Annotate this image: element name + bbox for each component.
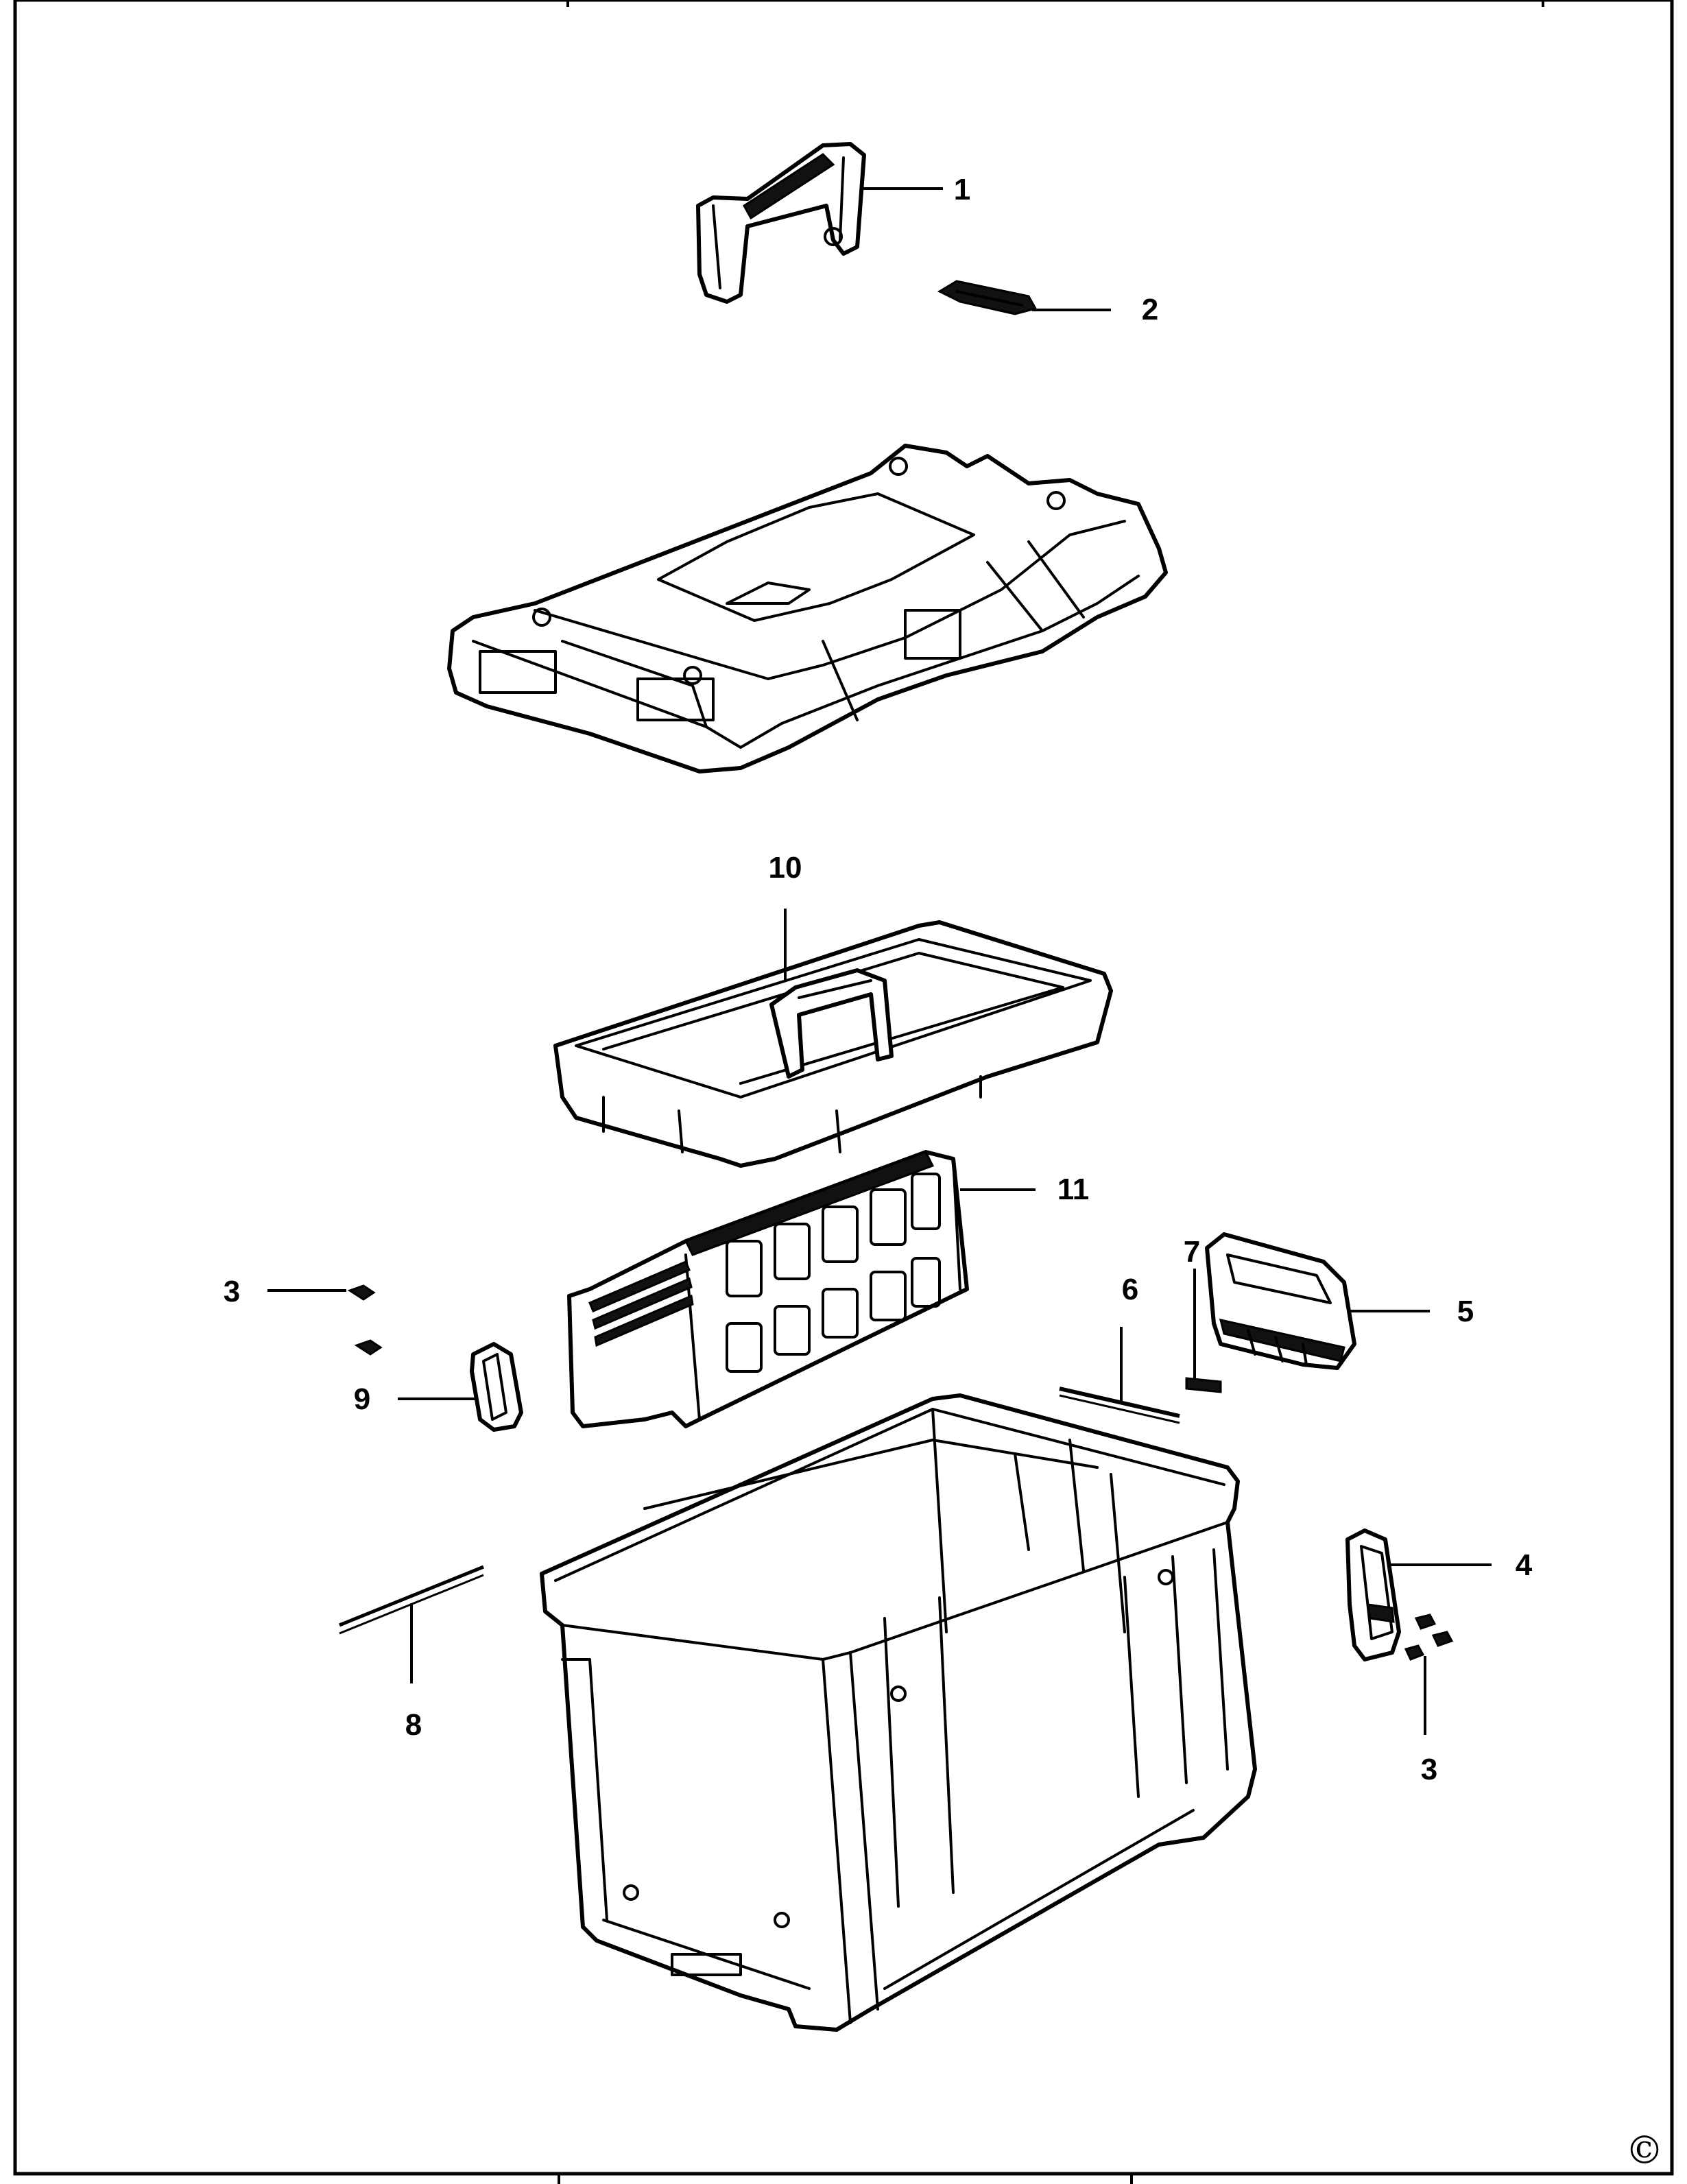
callout-3-right: 3 [1421,1753,1437,1786]
part-1-carry-handle [696,142,866,304]
part-2-handle-clip [937,280,1038,315]
callout-4: 4 [1516,1548,1533,1582]
callout-6: 6 [1122,1273,1138,1306]
callout-3-left: 3 [224,1275,240,1308]
callout-11: 11 [1057,1173,1090,1206]
page-frame [13,0,1674,2184]
callout-2: 2 [1142,293,1158,326]
part-5-side-handle [1205,1232,1356,1370]
callout-5: 5 [1457,1295,1474,1328]
toolbox-body [540,1393,1257,2032]
callout-1: 1 [954,173,970,206]
callout-labels: 1 2 10 11 3 7 6 5 9 4 8 3 [224,173,1533,1786]
part-3-screws-left [347,1284,383,1356]
part-9-latch-cap [470,1342,523,1432]
part-7-screw [1185,1269,1222,1393]
callout-10: 10 [769,851,802,885]
callout-9: 9 [354,1382,370,1416]
callout-7: 7 [1184,1235,1200,1269]
toolbox-lid [447,444,1168,773]
part-6-rod [1059,1387,1180,1424]
part-4-side-latch [1345,1528,1454,1661]
callout-8: 8 [405,1708,422,1742]
part-10-tray [553,920,1113,1168]
part-11-divider [567,1150,969,1428]
copyright-symbol: © [1625,2128,1664,2173]
leader-lines [267,187,1492,1735]
